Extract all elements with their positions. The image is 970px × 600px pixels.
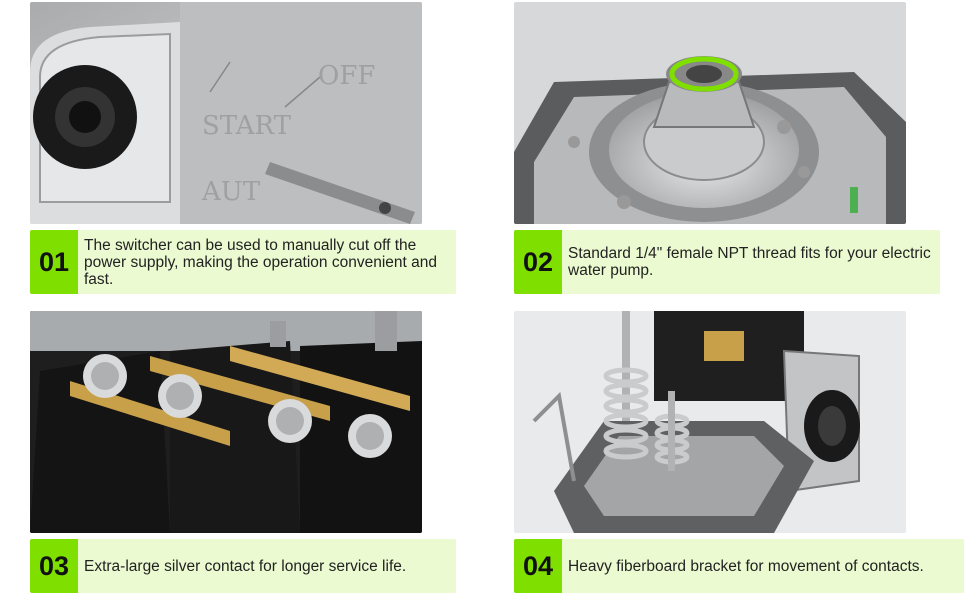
feature-caption-1: 01 The switcher can be used to manually … bbox=[30, 230, 456, 294]
feature-description: Extra-large silver contact for longer se… bbox=[84, 557, 407, 575]
feature-number-badge: 03 bbox=[30, 539, 78, 593]
feature-description: Heavy fiberboard bracket for movement of… bbox=[568, 557, 924, 575]
switch-lever-image: OFF START AUT bbox=[30, 2, 422, 224]
photo-npt-thread bbox=[514, 2, 906, 224]
feature-description: The switcher can be used to manually cut… bbox=[84, 236, 437, 288]
feature-description: Standard 1/4" female NPT thread fits for… bbox=[568, 245, 931, 279]
photo-fiberboard-bracket bbox=[514, 311, 906, 533]
photo-silver-contacts bbox=[30, 311, 422, 533]
feature-number-badge: 02 bbox=[514, 230, 562, 294]
fiberboard-bracket-image bbox=[514, 311, 906, 533]
feature-caption-2: 02 Standard 1/4" female NPT thread fits … bbox=[514, 230, 940, 294]
off-label: OFF bbox=[318, 61, 375, 91]
start-label: START bbox=[202, 111, 292, 141]
auto-label: AUT bbox=[201, 177, 261, 207]
photo-switch-lever: OFF START AUT bbox=[30, 2, 422, 224]
feature-caption-4: 04 Heavy fiberboard bracket for movement… bbox=[514, 539, 964, 593]
silver-contacts-image bbox=[30, 311, 422, 533]
feature-caption-3: 03 Extra-large silver contact for longer… bbox=[30, 539, 456, 593]
feature-number-badge: 01 bbox=[30, 230, 78, 294]
npt-thread-image bbox=[514, 2, 906, 224]
feature-number-badge: 04 bbox=[514, 539, 562, 593]
